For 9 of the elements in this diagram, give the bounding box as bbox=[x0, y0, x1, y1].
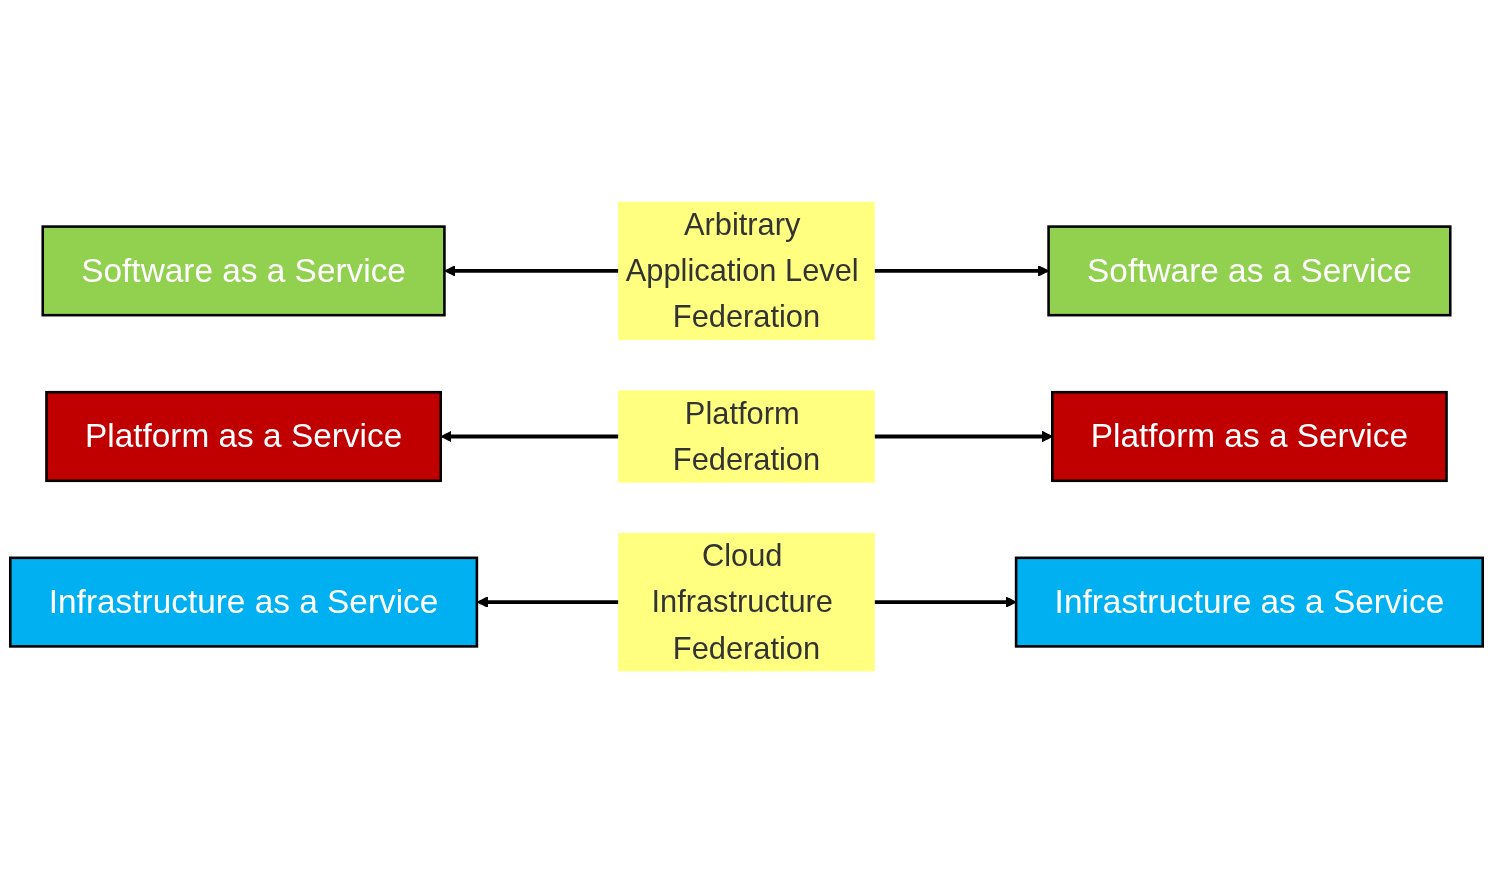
node-box: Software as a Service bbox=[1047, 225, 1452, 317]
edge-label: Arbitrary Application Level Federation bbox=[625, 206, 859, 334]
edge-label: Platform Federation bbox=[672, 395, 821, 477]
edge-label: Cloud Infrastructure Federation bbox=[651, 537, 833, 666]
node-box: Platform as a Service bbox=[1051, 390, 1448, 483]
node-box: Infrastructure as a Service bbox=[1014, 556, 1484, 648]
node-box: Platform as a Service bbox=[45, 390, 442, 483]
node-box: Software as a Service bbox=[41, 225, 446, 317]
node-box: Infrastructure as a Service bbox=[9, 556, 479, 648]
